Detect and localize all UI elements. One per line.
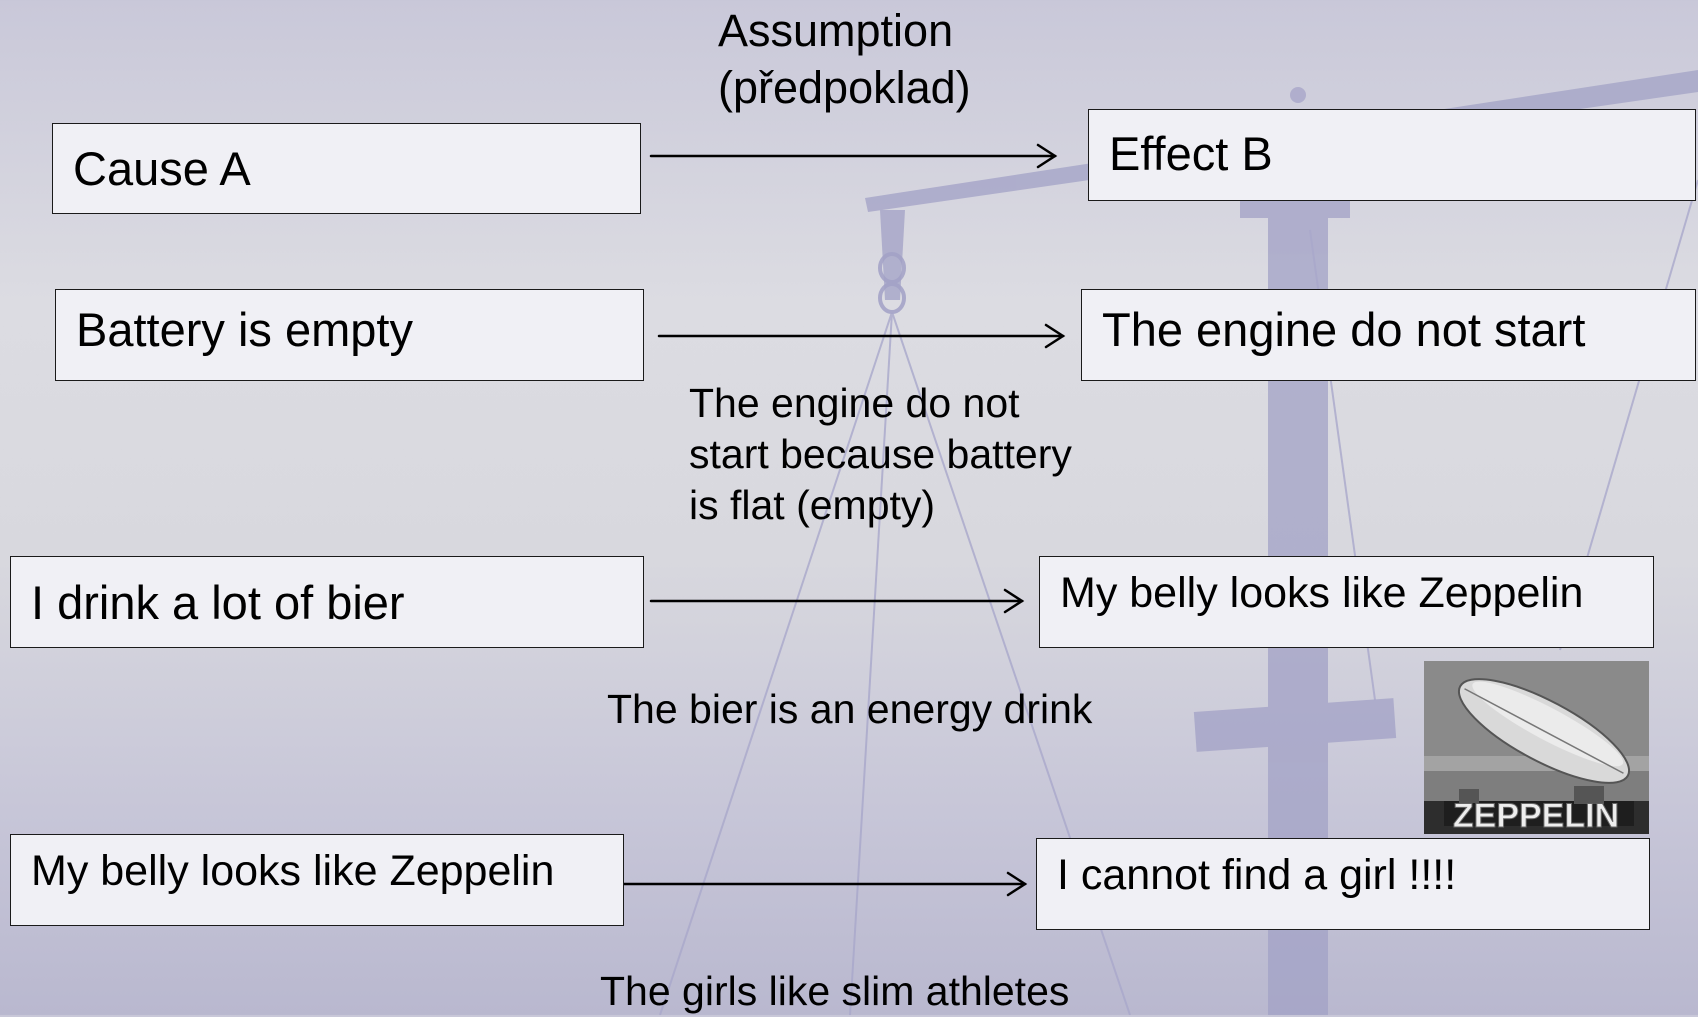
cause-box-1: Cause A xyxy=(52,123,641,214)
cause-text-4: My belly looks like Zeppelin xyxy=(31,847,555,895)
assumption-header-line1: Assumption xyxy=(718,5,954,56)
assumption-header: Assumption (předpoklad) xyxy=(718,2,971,116)
assumption-text-3: The bier is an energy drink xyxy=(607,686,1093,732)
cause-text-2: Battery is empty xyxy=(76,303,413,356)
cause-box-4: My belly looks like Zeppelin xyxy=(10,834,624,926)
zeppelin-logo-text: ZEPPELIN xyxy=(1453,797,1619,834)
effect-text-2: The engine do not start xyxy=(1102,303,1586,356)
effect-text-4: I cannot find a girl !!!! xyxy=(1057,851,1457,899)
effect-box-1: Effect B xyxy=(1088,109,1696,201)
cause-box-2: Battery is empty xyxy=(55,289,644,381)
assumption-header-line2: (předpoklad) xyxy=(718,62,971,113)
arrowhead-row-3 xyxy=(1003,588,1025,614)
cause-box-3: I drink a lot of bier xyxy=(10,556,644,648)
cause-text-3: I drink a lot of bier xyxy=(31,575,405,629)
cause-text-1: Cause A xyxy=(73,142,251,195)
arrowhead-row-2 xyxy=(1044,323,1066,349)
effect-text-1: Effect B xyxy=(1109,127,1273,180)
effect-text-3: My belly looks like Zeppelin xyxy=(1060,569,1584,617)
effect-box-3: My belly looks like Zeppelin xyxy=(1039,556,1654,648)
assumption-text-4: The girls like slim athletes xyxy=(600,968,1070,1014)
effect-box-2: The engine do not start xyxy=(1081,289,1696,381)
assumption-line: start because battery xyxy=(689,431,1072,477)
arrowhead-row-4 xyxy=(1006,871,1028,897)
effect-box-4: I cannot find a girl !!!! xyxy=(1036,838,1650,930)
zeppelin-image: ZEPPELIN xyxy=(1424,661,1649,834)
assumption-line: The engine do not xyxy=(689,380,1020,426)
assumption-text-2: The engine do not start because battery … xyxy=(689,378,1072,531)
arrowhead-row-1 xyxy=(1036,143,1058,169)
assumption-line: is flat (empty) xyxy=(689,482,936,528)
